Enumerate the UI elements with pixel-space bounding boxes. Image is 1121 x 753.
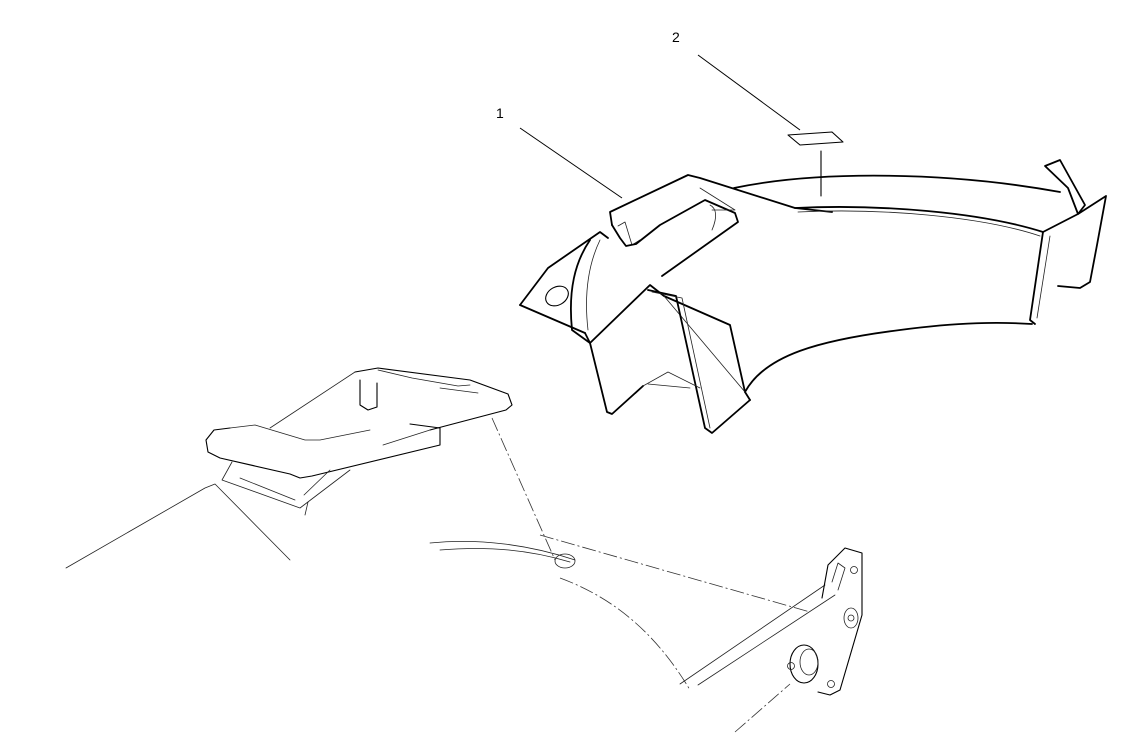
callout-2-leader [697, 54, 801, 131]
rear-grab-handle-part [205, 367, 513, 516]
callout-label-1: 1 [496, 105, 504, 121]
rear-body-frame-part [65, 417, 863, 733]
callout-label-2: 2 [672, 29, 680, 45]
callout-1-leader [519, 127, 623, 199]
decal-part [787, 131, 844, 197]
deflector-shroud-part [519, 159, 1107, 434]
